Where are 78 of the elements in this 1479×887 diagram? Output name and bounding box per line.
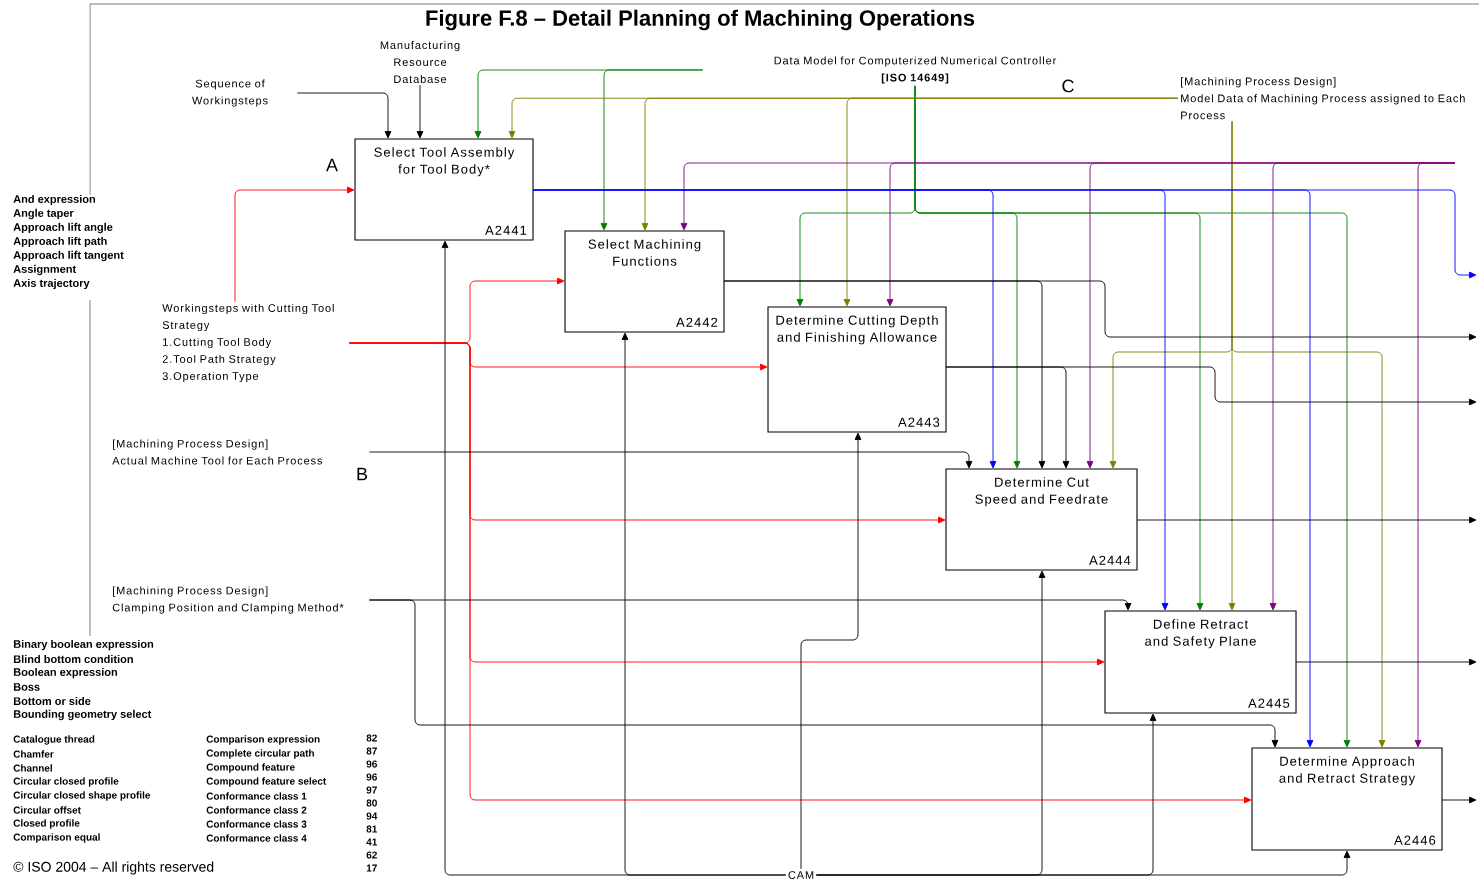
arrow — [416, 84, 424, 139]
arrow — [1441, 796, 1477, 804]
arrow — [348, 342, 1252, 804]
arrow — [914, 85, 1351, 748]
arrow — [1231, 121, 1386, 748]
arrow — [296, 92, 392, 139]
index-entry: Catalogue thread — [13, 735, 95, 745]
index-entry: Angle taper — [13, 208, 74, 220]
index-number: 17 — [366, 864, 377, 872]
process-box: Determine Approach and Retract Strategy A2446 — [1251, 747, 1443, 851]
arrow — [1136, 516, 1477, 524]
arrow — [532, 189, 1477, 279]
index-entry: Conformance class 3 — [206, 820, 307, 828]
index-entry: Chamfer — [13, 750, 54, 758]
index-entry: Bottom or side — [13, 696, 91, 706]
index-entry: Conformance class 2 — [206, 806, 307, 814]
annotation-text: Manufacturing Resource Database — [380, 40, 460, 84]
index-entry: Comparison expression — [206, 735, 320, 745]
index-entry: Approach lift angle — [13, 222, 113, 234]
index-entry: Conformance class 4 — [206, 834, 307, 842]
arrow — [600, 69, 704, 231]
arrow — [800, 432, 862, 870]
index-number: 41 — [366, 838, 378, 846]
process-box: Determine Cut Speed and Feedrate A2444 — [945, 468, 1138, 571]
annotation-text: Sequence of Workingsteps — [192, 79, 268, 107]
index-entry: Complete circular path — [206, 749, 314, 759]
arrow — [621, 332, 787, 876]
annotation-text: Data Model for Computerized Numerical Controller [ISO 14649] — [774, 56, 1057, 84]
index-entry: Assignment — [13, 264, 76, 276]
arrow — [234, 186, 355, 303]
index-entry: Comparison equal — [13, 833, 100, 843]
annotation-text: CAM — [788, 871, 814, 879]
arrow — [1295, 658, 1477, 666]
index-entry: Circular closed shape profile — [13, 791, 151, 801]
callout-letter: B — [357, 467, 368, 481]
index-entry: Channel — [13, 764, 52, 772]
index-entry: Binary boolean expression — [13, 639, 154, 651]
arrow — [945, 366, 1477, 406]
arrow — [368, 451, 973, 469]
index-number: 87 — [366, 747, 377, 755]
index-number: 82 — [366, 734, 377, 742]
index-entry: Compound feature select — [206, 777, 327, 787]
index-entry: Axis trajectory — [13, 278, 90, 290]
index-number: 97 — [366, 786, 377, 794]
index-number: 81 — [366, 825, 378, 833]
index-number: 96 — [366, 773, 377, 781]
index-entry: Approach lift tangent — [13, 250, 124, 262]
index-number: 96 — [366, 760, 377, 768]
annotation-text: [Machining Process Design] Actual Machine Tool for Each Process — [112, 439, 323, 465]
arrow — [723, 280, 1477, 341]
arrow — [1414, 162, 1456, 748]
index-entry: Compound feature — [206, 763, 295, 773]
index-entry: Circular closed profile — [13, 777, 119, 787]
figure-title: Figure F.8 – Detail Planning of Machining Operations — [426, 9, 975, 31]
index-number: 80 — [366, 799, 377, 807]
process-box: Select Machining Functions A2442 — [564, 230, 725, 333]
index-entry: Boss — [13, 683, 40, 691]
copyright-note: © ISO 2004 – All rights reserved — [13, 861, 214, 875]
annotation-text: [Machining Process Design] Clamping Position and Clamping Method* — [112, 586, 344, 614]
index-entry: Boolean expression — [13, 667, 118, 679]
process-box: Determine Cutting Depth and Finishing Allowance A2443 — [767, 306, 947, 433]
index-number: 62 — [366, 851, 377, 859]
arrow — [368, 599, 1279, 748]
arrow — [843, 97, 1179, 307]
index-entry: Conformance class 1 — [206, 792, 307, 800]
annotation-text: [Machining Process Design] Model Data of Machining Process assigned to Each Process — [1181, 77, 1465, 120]
index-entry: Blind bottom condition — [13, 654, 133, 664]
index-entry: And expression — [13, 194, 96, 206]
process-box: Select Tool Assembly for Tool Body* A2441 — [354, 138, 534, 241]
callout-letter: A — [326, 158, 338, 172]
index-entry: Closed profile — [13, 819, 80, 829]
annotation-text: Workingsteps with Cutting Tool Strategy 1.Cutting Tool Body 2.Tool Path Strategy 3.Operation Type — [162, 303, 334, 383]
callout-letter: C — [1062, 79, 1074, 93]
index-entry: Approach lift path — [13, 236, 107, 248]
arrow — [815, 850, 1351, 876]
index-number: 94 — [366, 812, 378, 820]
index-entry: Circular offset — [13, 806, 81, 814]
index-entry: Bounding geometry select — [13, 709, 152, 721]
